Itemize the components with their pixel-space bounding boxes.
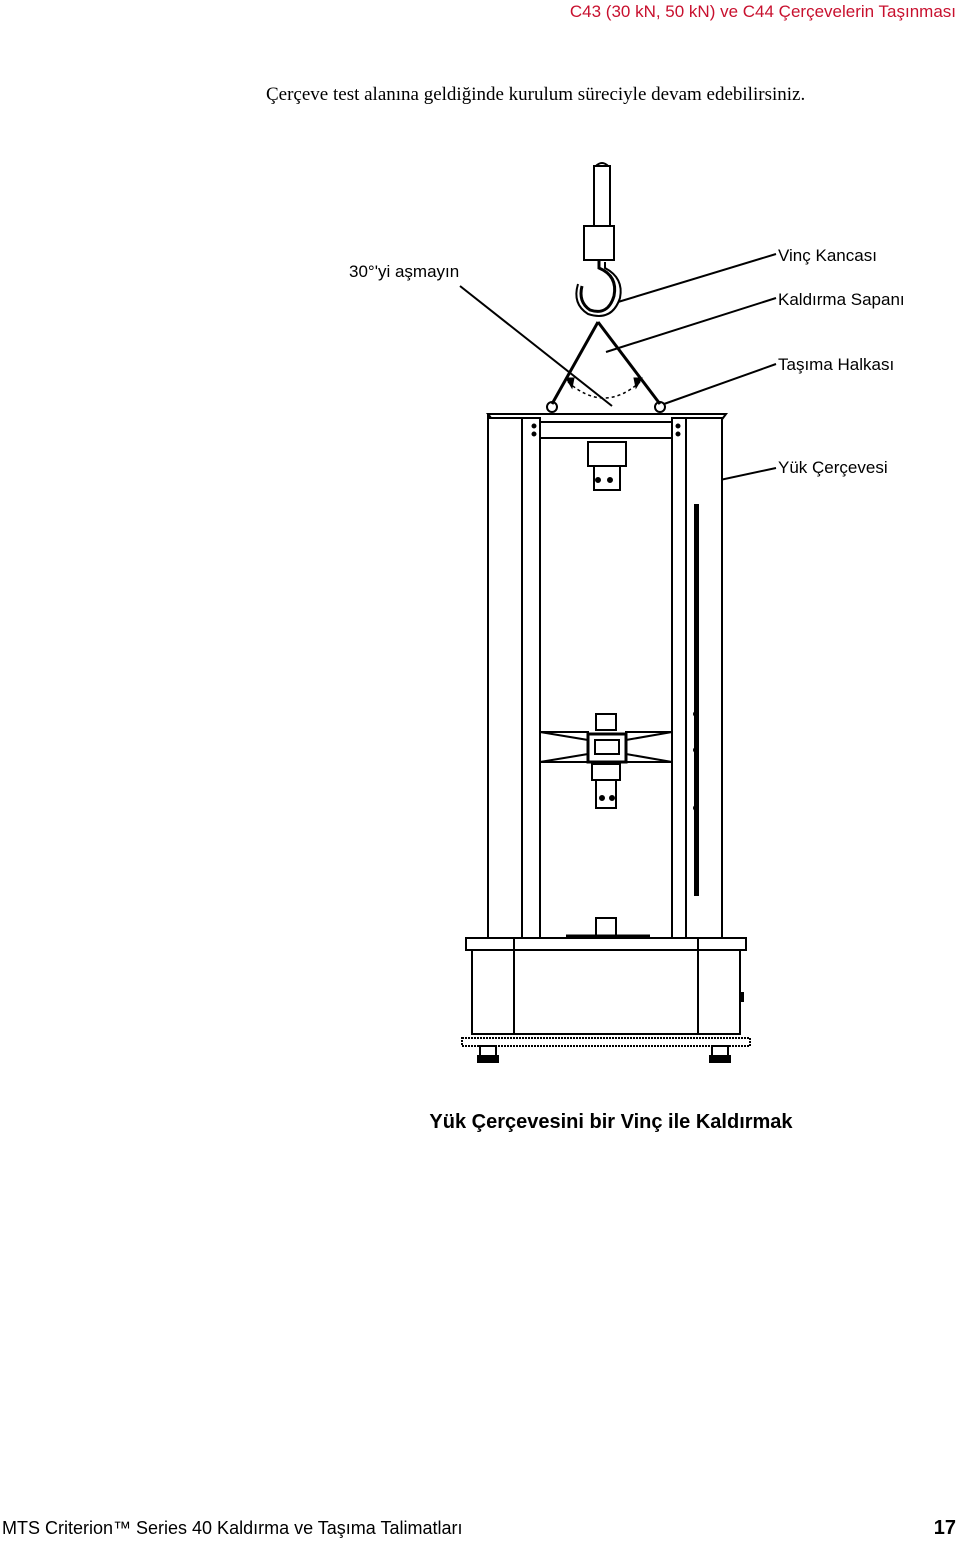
crane-hook xyxy=(575,162,622,317)
angle-arc xyxy=(567,381,641,399)
callout-load-frame: Yük Çerçevesi xyxy=(778,458,888,477)
intro-paragraph: Çerçeve test alanına geldiğinde kurulum … xyxy=(266,84,806,105)
callout-lifting-ring: Taşıma Halkası xyxy=(778,355,895,374)
lifting-ring xyxy=(546,401,666,413)
figure-caption: Yük Çerçevesini bir Vinç ile Kaldırmak xyxy=(429,1111,793,1133)
callout-crane-hook: Vinç Kancası xyxy=(778,246,877,265)
footer-document-title: MTS Criterion™ Series 40 Kaldırma ve Taş… xyxy=(2,1518,463,1538)
page-number: 17 xyxy=(933,1517,956,1539)
running-header: C43 (30 kN, 50 kN) ve C44 Çerçevelerin T… xyxy=(569,2,956,21)
load-frame xyxy=(461,413,751,1063)
callout-angle-limit: 30°'yi aşmayın xyxy=(349,262,460,281)
load-frame-crane-illustration xyxy=(459,162,777,1063)
lifting-sling xyxy=(550,321,662,405)
callout-lifting-sling: Kaldırma Sapanı xyxy=(778,290,905,309)
